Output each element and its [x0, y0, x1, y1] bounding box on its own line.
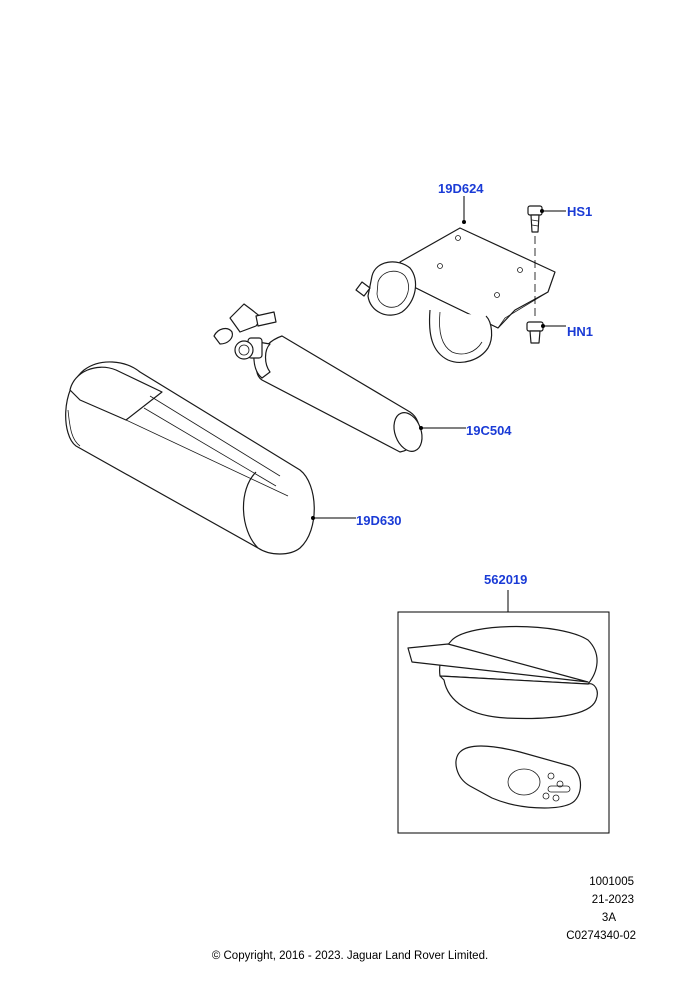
screw-part [527, 205, 543, 233]
extinguisher-callout: 19C504 [466, 423, 512, 438]
meta-line-4: C0274340-02 [566, 930, 636, 942]
kit-callout: 562019 [484, 572, 527, 587]
nut-leader-dot [541, 324, 545, 328]
bracket-leader-dot [462, 220, 466, 224]
cover-part [65, 361, 315, 555]
meta-line-3: 3A [601, 912, 616, 924]
nut-part [526, 321, 544, 344]
kit-pouch-part [407, 625, 598, 720]
cover-callout: 19D630 [356, 513, 402, 528]
screw-leader-dot [540, 209, 544, 213]
meta-line-2: 21-2023 [591, 894, 634, 906]
screw-callout: HS1 [567, 204, 592, 219]
extinguisher-part [213, 303, 423, 453]
nut-callout: HN1 [567, 324, 593, 339]
bracket-part [355, 227, 556, 363]
copyright-notice: © Copyright, 2016 - 2023. Jaguar Land Ro… [211, 950, 489, 962]
bracket-callout: 19D624 [438, 181, 484, 196]
meta-line-1: 1001005 [589, 876, 634, 888]
extinguisher-leader-dot [419, 426, 423, 430]
cover-leader-dot [311, 516, 315, 520]
kit-remote-part [455, 745, 582, 809]
